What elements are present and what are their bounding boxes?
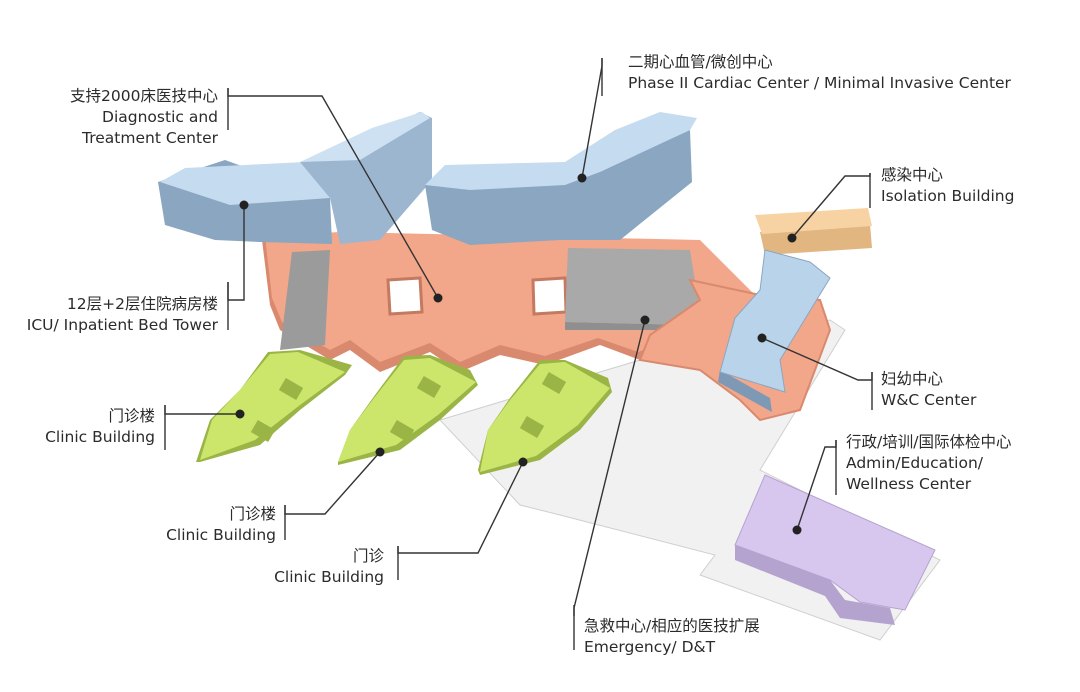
label-clinic-3: 门诊 Clinic Building [274, 546, 384, 588]
label-emergency: 急救中心/相应的医技扩展 Emergency/ D&T [584, 616, 760, 658]
dot-cardiac [577, 173, 587, 183]
label-wc-en: W&C Center [881, 391, 977, 409]
wc-tower [719, 249, 831, 393]
label-clinic2-zh: 门诊楼 [229, 505, 276, 523]
gray-connector [280, 250, 330, 350]
label-clinic3-en: Clinic Building [274, 568, 384, 586]
leader-lines [164, 58, 873, 650]
label-isolation-zh: 感染中心 [881, 166, 944, 184]
dot-clinic2 [375, 447, 385, 457]
label-clinic3-zh: 门诊 [352, 547, 384, 565]
label-bed-en: ICU/ Inpatient Bed Tower [26, 316, 218, 334]
label-clinic2-en: Clinic Building [166, 526, 276, 544]
dot-clinic3 [518, 457, 528, 467]
label-admin-en2: Wellness Center [846, 475, 972, 493]
dot-emergency [640, 315, 650, 325]
label-cardiac-zh: 二期心血管/微创中心 [628, 53, 773, 71]
bed-tower-east-side [425, 130, 692, 245]
label-wc: 妇幼中心 W&C Center [881, 369, 976, 411]
label-dt-center: 支持2000床医技中心 Diagnostic and Treatment Cen… [70, 86, 218, 149]
label-admin-en1: Admin/Education/ [846, 454, 984, 472]
dot-bed [239, 200, 249, 210]
label-cardiac-en: Phase II Cardiac Center / Minimal Invasi… [628, 74, 1011, 92]
label-bed-tower: 12层+2层住院病房楼 ICU/ Inpatient Bed Tower [27, 294, 218, 336]
bed-tower-mid-top [300, 112, 430, 162]
bed-tower-mid [300, 112, 432, 244]
courtyard-1 [386, 276, 424, 316]
label-admin-zh: 行政/培训/国际体检中心 [846, 433, 1012, 451]
label-clinic1-en: Clinic Building [45, 428, 155, 446]
bed-tower-west-top [160, 162, 330, 205]
label-wc-zh: 妇幼中心 [881, 370, 944, 388]
admin-side [735, 545, 895, 625]
label-admin: 行政/培训/国际体检中心 Admin/Education/ Wellness C… [846, 432, 1011, 495]
label-dt-en1: Diagnostic and [102, 108, 218, 126]
wc-tower-side [718, 370, 772, 412]
label-dt-en2: Treatment Center [82, 129, 218, 147]
anchor-dots [235, 173, 802, 535]
label-dt-zh: 支持2000床医技中心 [70, 87, 218, 105]
label-cardiac: 二期心血管/微创中心 Phase II Cardiac Center / Min… [628, 52, 1011, 94]
label-isolation: 感染中心 Isolation Building [881, 165, 1014, 207]
label-clinic-1: 门诊楼 Clinic Building [45, 406, 155, 448]
courtyard-2 [531, 276, 568, 316]
label-emergency-zh: 急救中心/相应的医技扩展 [584, 617, 760, 635]
clinic-building-3 [478, 360, 612, 475]
admin-top [734, 474, 936, 611]
label-clinic1-zh: 门诊楼 [108, 407, 155, 425]
bed-tower-east-top [425, 112, 697, 190]
label-bed-zh: 12层+2层住院病房楼 [66, 295, 218, 313]
clinic-building-2 [338, 355, 478, 465]
label-emergency-en: Emergency/ D&T [584, 638, 716, 656]
leader-clinic2 [284, 451, 381, 515]
dot-dt [433, 293, 443, 303]
clinic-building-1 [196, 350, 352, 462]
isolation-top [755, 208, 872, 234]
dot-isolation [787, 233, 797, 243]
dot-wc [757, 333, 767, 343]
label-isolation-en: Isolation Building [881, 187, 1015, 205]
dot-admin [792, 525, 802, 535]
label-clinic-2: 门诊楼 Clinic Building [166, 504, 276, 546]
emergency-block [565, 248, 698, 325]
dot-clinic1 [235, 409, 245, 419]
